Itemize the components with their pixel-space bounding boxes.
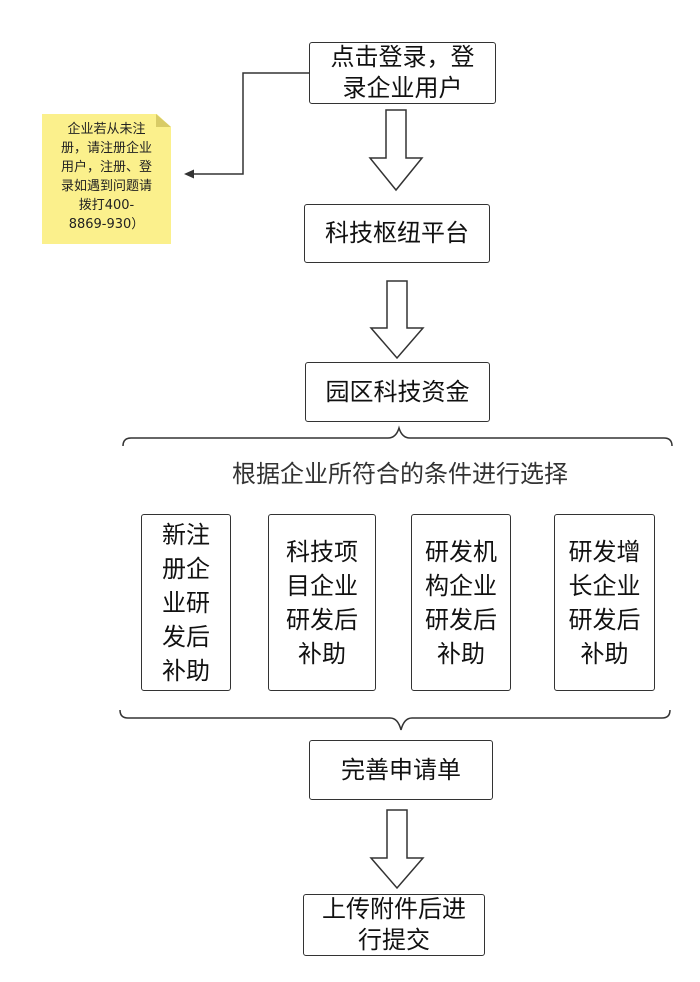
arrow-form-to-upload (369, 809, 425, 890)
platform-step-box: 科技枢纽平台 (304, 204, 490, 263)
fund-step-label: 园区科技资金 (325, 377, 470, 406)
bottom-brace (119, 709, 671, 731)
option-label: 研发增 长企业 研发后 补助 (568, 537, 641, 668)
platform-step-label: 科技枢纽平台 (325, 219, 469, 247)
arrow-login-to-platform (368, 109, 424, 192)
upload-step-box: 上传附件后进 行提交 (303, 894, 485, 956)
note-connector (192, 72, 309, 175)
option-label: 新注 册企 业研 发后 补助 (162, 520, 210, 685)
selection-caption: 根据企业所符合的条件进行选择 (232, 460, 568, 488)
option-tech-project-box: 科技项 目企业 研发后 补助 (268, 514, 376, 691)
complete-form-step-box: 完善申请单 (309, 740, 493, 800)
option-label: 研发机 构企业 研发后 补助 (425, 537, 497, 668)
top-brace (122, 425, 673, 447)
sticky-note-text: 企业若从未注 册，请注册企业 用户，注册、登 录如遇到问题请 拨打400- 88… (60, 122, 152, 232)
arrow-platform-to-fund (369, 280, 425, 360)
fund-step-box: 园区科技资金 (305, 362, 490, 422)
option-rd-institution-box: 研发机 构企业 研发后 补助 (411, 514, 511, 691)
sticky-note (42, 114, 171, 244)
complete-form-step-label: 完善申请单 (341, 755, 461, 784)
option-new-enterprise-box: 新注 册企 业研 发后 补助 (141, 514, 231, 691)
upload-step-label: 上传附件后进 行提交 (322, 895, 466, 954)
option-label: 科技项 目企业 研发后 补助 (286, 537, 358, 668)
login-step-label: 点击登录，登 录企业用户 (330, 43, 475, 102)
note-connector-arrowhead (184, 169, 194, 179)
login-step-box: 点击登录，登 录企业用户 (309, 42, 496, 104)
option-rd-growth-box: 研发增 长企业 研发后 补助 (554, 514, 655, 691)
